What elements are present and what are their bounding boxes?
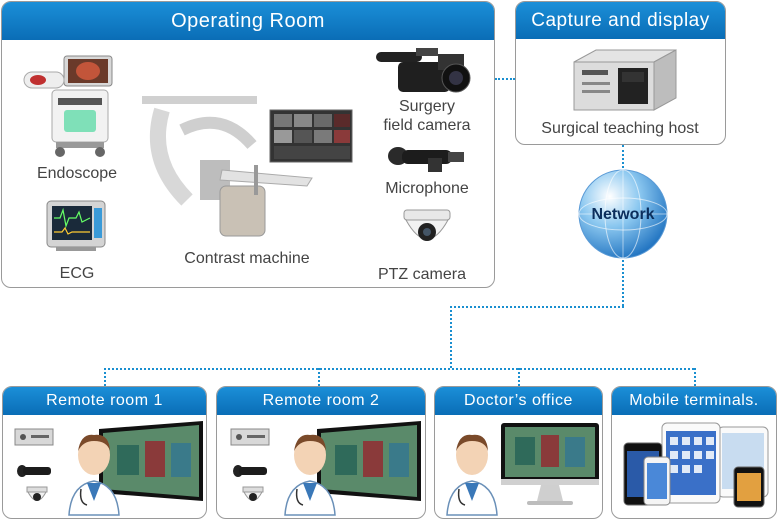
- receiver-box-icon: [14, 428, 54, 446]
- ptz-camera-icon: [242, 486, 264, 501]
- capture-display-title: Capture and display: [516, 2, 725, 39]
- capture-display-panel: Capture and display Surgical teaching ho…: [515, 1, 726, 145]
- microphone-icon: [388, 147, 464, 172]
- doctors-office-title: Doctor’s office: [435, 387, 602, 415]
- network-label: Network: [591, 206, 655, 223]
- video-camera-icon: [376, 48, 471, 93]
- ecg-monitor-icon: [46, 200, 106, 251]
- microphone-icon: [17, 465, 51, 477]
- link-drop-remote1: [104, 368, 106, 386]
- network-globe-icon: [578, 169, 668, 259]
- ptz-camera-label: PTZ camera: [377, 266, 466, 283]
- link-distribution-bus: [104, 368, 694, 370]
- teaching-host-label: Surgical teaching host: [541, 120, 699, 137]
- display-screen-icon: [99, 421, 203, 501]
- link-horizontal-upper: [450, 306, 624, 308]
- link-or-to-capture: [495, 78, 515, 80]
- link-capture-to-network: [622, 145, 624, 168]
- link-network-down: [622, 260, 624, 306]
- ptz-camera-icon: [403, 209, 451, 241]
- mobile-terminals-title: Mobile terminals.: [612, 387, 776, 415]
- remote-room-2-panel: Remote room 2: [216, 386, 426, 519]
- contrast-machine-icon: [142, 96, 353, 237]
- endoscope-icon: [23, 55, 113, 157]
- ecg-label: ECG: [59, 265, 95, 282]
- microphone-icon: [233, 465, 267, 477]
- endoscope-label: Endoscope: [36, 165, 118, 182]
- link-drop-remote2: [318, 368, 320, 386]
- receiver-box-icon: [230, 428, 270, 446]
- display-screen-icon: [317, 421, 421, 501]
- remote-room-2-title: Remote room 2: [217, 387, 425, 415]
- link-drop-mobile: [694, 368, 696, 386]
- ptz-camera-icon: [26, 486, 48, 501]
- doctors-office-panel: Doctor’s office: [434, 386, 603, 519]
- surgery-camera-label-line2: field camera: [383, 117, 471, 134]
- operating-room-panel: Operating Room Endoscope ECG: [1, 1, 495, 288]
- surgery-camera-label-line1: Surgery: [398, 98, 456, 115]
- mobile-terminals-panel: Mobile terminals.: [611, 386, 777, 519]
- tablets-and-phones-icon: [623, 422, 769, 508]
- doctor-avatar-icon: [446, 434, 498, 516]
- remote-room-1-panel: Remote room 1: [2, 386, 207, 519]
- link-trunk-down: [450, 306, 452, 368]
- microphone-label: Microphone: [385, 180, 469, 197]
- desktop-monitor-icon: [501, 423, 599, 505]
- link-drop-doctor: [518, 368, 520, 386]
- operating-room-title: Operating Room: [2, 2, 494, 40]
- doctor-avatar-icon: [284, 434, 336, 516]
- teaching-host-server-icon: [573, 49, 677, 111]
- remote-room-1-title: Remote room 1: [3, 387, 206, 415]
- contrast-machine-label: Contrast machine: [184, 250, 310, 267]
- doctor-avatar-icon: [68, 434, 120, 516]
